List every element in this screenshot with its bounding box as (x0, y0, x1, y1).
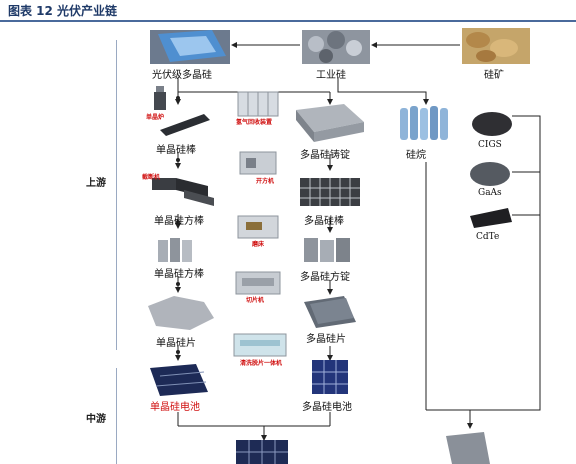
cigs-label: CIGS (478, 140, 502, 150)
pv-polysilicon-label: 光伏级多晶硅 (152, 70, 212, 81)
silicon-ore-label: 硅矿 (484, 70, 504, 81)
grinder-tag: 磨床 (252, 241, 265, 248)
hydrogen-recovery-image (237, 91, 279, 117)
mono-rod-image (160, 114, 210, 136)
industrial-silicon-image (302, 30, 370, 64)
arrow-industrial-to-silane (337, 78, 429, 105)
poly-rod-label: 多晶硅棒 (304, 216, 344, 227)
upstream-bracket (116, 40, 117, 350)
cdte-label: CdTe (476, 232, 500, 242)
cleaning-machine-image (233, 333, 287, 357)
slicer-machine-image (235, 271, 281, 295)
poly-cell-label: 多晶硅电池 (302, 402, 352, 413)
mono-furnace-image (154, 86, 166, 110)
slicer-tag: 切片机 (246, 297, 265, 304)
poly-rod-image (300, 178, 360, 206)
squaring-blocks-image (152, 178, 214, 206)
poly-cell-image (312, 360, 348, 394)
silane-cylinders-image (400, 106, 448, 140)
mono-wafer-image (148, 296, 214, 330)
poly-wafer-image (304, 296, 356, 328)
squarer-machine-image (239, 151, 277, 175)
stage-upstream-label: 上游 (86, 178, 106, 189)
poly-square-ingots-image (304, 238, 350, 262)
mono-cell-label: 单晶硅电池 (150, 402, 200, 413)
cleaning-tag: 清洗脱片一体机 (240, 360, 283, 367)
pv-module-image (236, 440, 288, 464)
mono-rod-label: 单晶硅棒 (156, 145, 196, 156)
poly-wafer-label: 多晶硅片 (306, 334, 346, 345)
page-title: 图表 12 光伏产业链 (8, 4, 118, 18)
hydrogen-recovery-tag: 氢气回收装置 (236, 119, 273, 126)
title-divider (0, 20, 576, 22)
poly-square-ingot-label: 多晶硅方锭 (300, 272, 350, 283)
furnace-tag: 单晶炉 (146, 114, 165, 121)
cdte-sample-image (470, 208, 512, 228)
poly-ingot-label: 多晶硅铸锭 (300, 150, 350, 161)
midstream-bracket (116, 368, 117, 464)
poly-ingot-image (296, 104, 364, 142)
mono-square-rod-label-2: 单晶硅方棒 (154, 269, 204, 280)
thin-film-module-image (446, 432, 490, 464)
grinder-machine-image (237, 215, 279, 239)
silane-label: 硅烷 (406, 150, 426, 161)
pv-polysilicon-image (150, 30, 230, 64)
stage-midstream-label: 中游 (86, 414, 106, 425)
mono-square-rods-image (158, 238, 192, 262)
cigs-sample-image (472, 112, 512, 136)
industrial-silicon-label: 工业硅 (316, 70, 346, 81)
cutoff-tag: 截断机 (142, 174, 161, 181)
silicon-ore-image (462, 28, 530, 64)
squarer-tag: 开方机 (256, 178, 275, 185)
mono-square-rod-label-1: 单晶硅方棒 (154, 216, 204, 227)
mono-wafer-label: 单晶硅片 (156, 338, 196, 349)
gaas-label: GaAs (478, 188, 502, 198)
mono-cell-image (150, 364, 208, 396)
gaas-sample-image (470, 162, 510, 186)
